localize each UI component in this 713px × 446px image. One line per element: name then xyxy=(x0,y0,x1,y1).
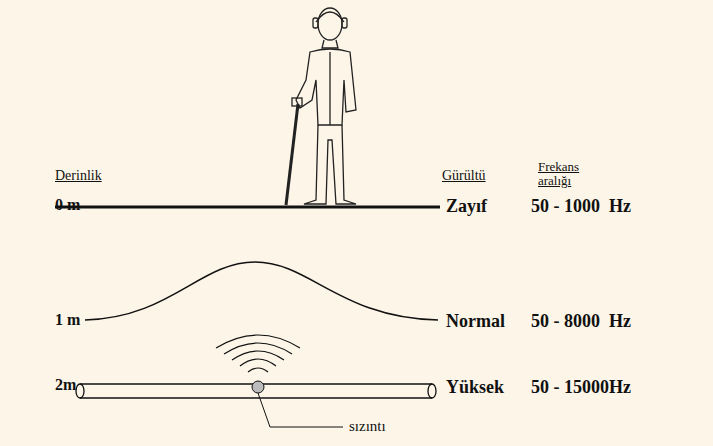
frequency-range: 50 - 1000 Hz xyxy=(531,197,631,217)
axis-heading: Derinlik xyxy=(55,168,102,183)
leak-point xyxy=(252,381,264,393)
person-figure xyxy=(286,8,356,205)
ground-line xyxy=(55,206,440,209)
column-heading: Gürültü xyxy=(442,168,486,183)
noise-level: Yüksek xyxy=(446,378,504,398)
frequency-range: 50 - 15000Hz xyxy=(531,378,631,398)
leak-label: sızıntı xyxy=(349,418,386,435)
noise-level: Normal xyxy=(446,312,505,332)
frequency-range: 50 - 8000 Hz xyxy=(531,312,631,332)
sound-waves xyxy=(216,335,300,372)
noise-curve xyxy=(85,262,438,320)
column-heading: Frekans aralığı xyxy=(538,160,600,189)
depth-label: 1 m xyxy=(55,311,80,329)
depth-label: 2m xyxy=(55,376,76,394)
depth-label: 0 m xyxy=(55,196,80,214)
noise-level: Zayıf xyxy=(446,197,487,217)
leader-line xyxy=(270,427,343,428)
leader-line xyxy=(258,393,270,427)
